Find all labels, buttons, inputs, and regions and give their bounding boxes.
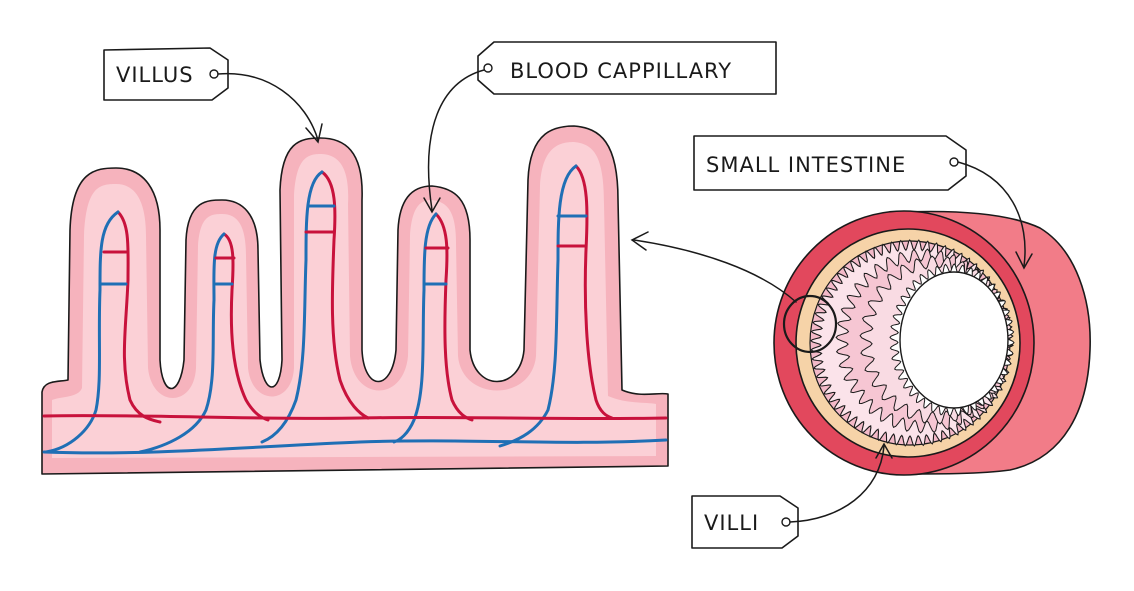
capillary-artery-3 xyxy=(320,170,370,420)
blood-capillary-leader-head xyxy=(423,197,441,214)
blood-capillary-label: BLOOD CAPPILLARY xyxy=(477,41,777,95)
small-intestine-leader xyxy=(957,161,1026,267)
zoom-circle xyxy=(782,294,838,354)
base-vein xyxy=(42,438,668,455)
villi-leader-head xyxy=(875,442,893,459)
villus-label-text: VILLUS xyxy=(116,63,194,87)
villus-label: VILLUS xyxy=(103,47,229,101)
villi-label: VILLI xyxy=(691,495,799,549)
capillary-artery-4 xyxy=(434,212,474,422)
villi-label-text: VILLI xyxy=(704,511,759,535)
small-intestine-leader-head xyxy=(1015,251,1033,270)
villi-tissue-inner xyxy=(52,142,656,458)
villi-leader xyxy=(789,445,885,523)
blood-capillary-leader xyxy=(427,69,485,211)
capillary-vein-5 xyxy=(498,164,578,448)
intestine-lumen xyxy=(899,271,1009,409)
small-intestine-label: SMALL INTESTINE xyxy=(693,135,967,191)
villus-leader-head xyxy=(305,123,323,144)
base-artery xyxy=(42,414,668,421)
capillary-vein-1 xyxy=(44,210,120,454)
zoom-arrow-head xyxy=(630,231,649,251)
small-intestine-label-text: SMALL INTESTINE xyxy=(706,153,906,177)
blood-capillary-label-text: BLOOD CAPPILLARY xyxy=(510,59,732,83)
zoom-arrow xyxy=(633,239,797,303)
capillary-vein-2 xyxy=(138,232,226,454)
small-intestine-section xyxy=(773,210,1091,476)
villi-section xyxy=(41,125,669,475)
villus-leader xyxy=(217,72,319,141)
capillary-artery-5 xyxy=(574,164,614,420)
